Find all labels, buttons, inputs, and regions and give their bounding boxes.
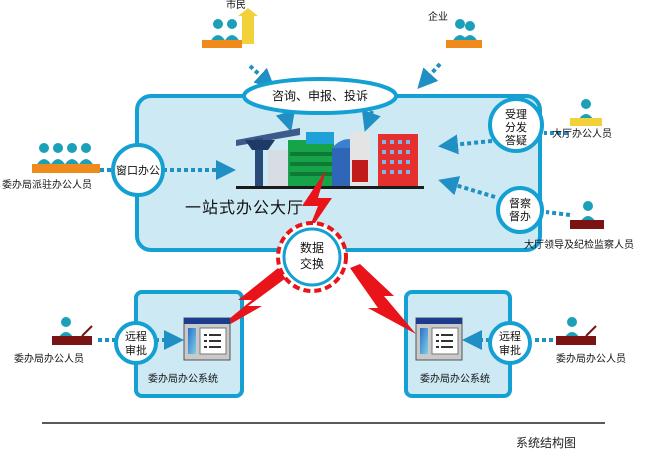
stationed-staff-group-icon	[32, 143, 100, 173]
window-office-label: 窗口办公	[116, 164, 160, 177]
enterprise-label: 企业	[428, 12, 448, 23]
office-system-window-right-icon	[415, 317, 463, 361]
committee-staff-left-person-icon	[52, 317, 93, 345]
approval-circle-left	[114, 321, 158, 365]
system-name-right: 委办局办公系统	[420, 374, 490, 385]
committee-staff-right-label: 委办局办公人员	[556, 354, 626, 365]
committee-staff-left-label: 委办局办公人员	[14, 354, 84, 365]
lightning-bolt-left-icon	[206, 268, 286, 338]
services-label: 咨询、申报、投诉	[271, 89, 368, 103]
supervise-label-1: 督察	[509, 197, 531, 210]
office-hall-buildings-icon	[236, 128, 424, 189]
data-exchange-label-2: 交换	[299, 257, 324, 271]
accept-label-3: 答疑	[505, 134, 527, 147]
hall-title: 一站式办公大厅	[185, 198, 305, 217]
enterprise-person-icon	[446, 19, 482, 48]
stationed-staff-label: 委办局派驻办公人员	[2, 180, 92, 191]
hall-staff-label: 大厅办公人员	[552, 129, 612, 140]
approval-circle-right	[488, 321, 532, 365]
supervise-circle	[496, 186, 544, 234]
window-office-circle	[111, 143, 165, 197]
hall-leaders-label: 大厅领导及纪检监察人员	[524, 240, 634, 251]
lightning-bolt-center-icon	[302, 170, 332, 236]
hall-staff-person-icon	[570, 99, 602, 126]
diagram-caption: 系统结构图	[516, 436, 577, 450]
accept-label-2: 分发	[505, 121, 527, 134]
accept-circle	[488, 97, 544, 153]
approval-right-label-1: 远程	[499, 330, 521, 343]
citizen-label: 市民	[226, 0, 246, 11]
office-system-window-left-icon	[183, 317, 231, 361]
accept-label-1: 受理	[505, 108, 527, 121]
approval-left-label-1: 远程	[125, 330, 147, 343]
supervise-label-2: 督办	[509, 210, 531, 223]
services-oval	[242, 77, 398, 115]
approval-left-label-2: 审批	[125, 344, 147, 357]
system-name-left: 委办局办公系统	[148, 374, 218, 385]
data-exchange-inner-circle	[282, 227, 342, 287]
committee-staff-right-person-icon	[556, 317, 597, 345]
hall-leader-person-icon	[570, 201, 604, 229]
approval-right-label-2: 审批	[499, 344, 521, 357]
citizen-person-icon	[202, 8, 258, 48]
lightning-bolt-right-icon	[350, 264, 416, 334]
flow-arrows	[98, 62, 571, 350]
data-exchange-label-1: 数据	[299, 241, 324, 255]
